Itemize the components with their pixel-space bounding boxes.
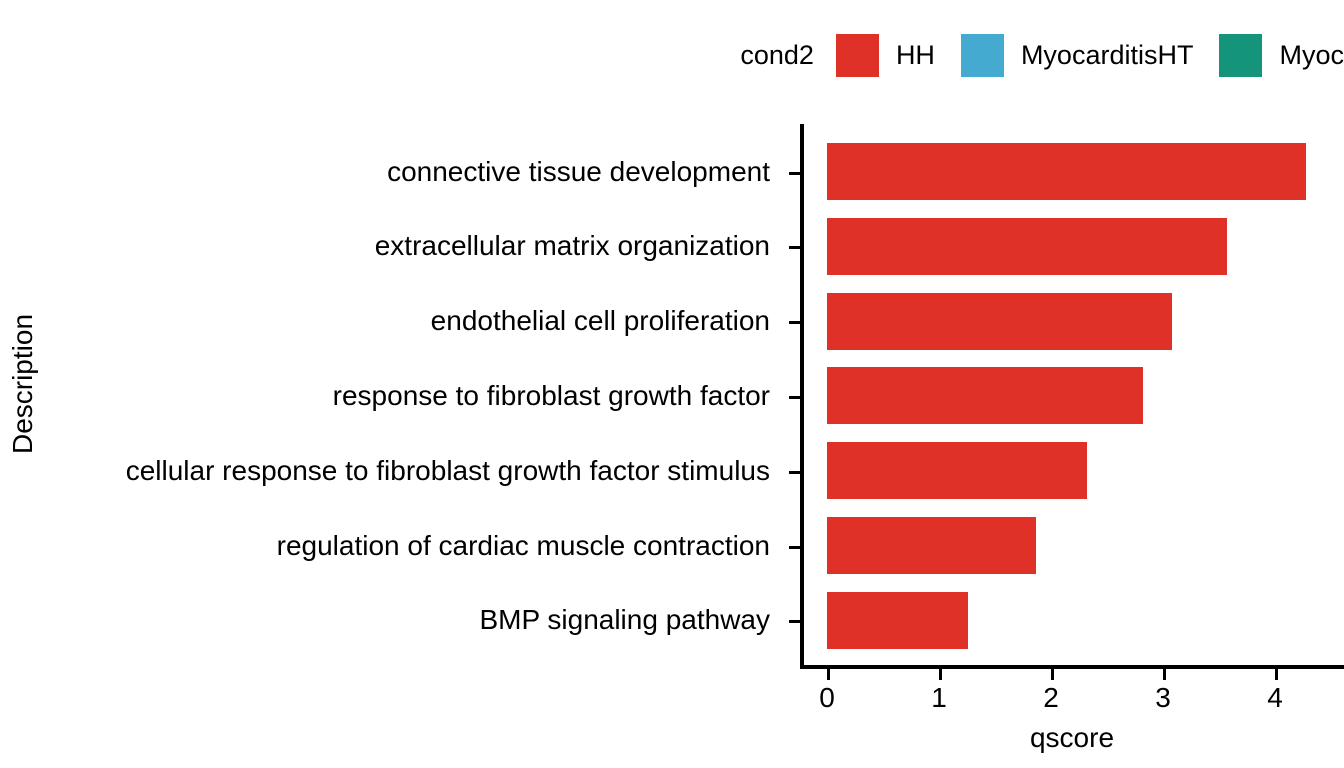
- y-axis-tick-mark: [789, 545, 800, 549]
- legend-swatch-hh: [835, 33, 879, 77]
- y-axis-tick-label: endothelial cell proliferation: [430, 305, 770, 337]
- bar: [827, 591, 969, 649]
- y-axis-tick-mark: [789, 470, 800, 474]
- legend-label-hh: HH: [895, 39, 935, 70]
- bar: [827, 517, 1037, 574]
- y-axis-tick-label: extracellular matrix organization: [374, 230, 770, 262]
- x-axis-tick-label: 3: [1155, 682, 1171, 713]
- y-axis-tick-label: BMP signaling pathway: [479, 604, 770, 636]
- legend-swatch-myocarditisht: [960, 33, 1004, 77]
- y-axis-tick-mark: [789, 620, 800, 624]
- y-axis-tick-label: regulation of cardiac muscle contraction: [276, 529, 770, 561]
- y-axis-tick-mark: [789, 171, 800, 175]
- y-axis-tick-label: connective tissue development: [387, 155, 770, 187]
- x-axis-tick-label: 2: [1043, 682, 1059, 713]
- legend-label-myocarditisht: MyocarditisHT: [1020, 39, 1194, 70]
- y-axis-tick-mark: [789, 395, 800, 399]
- bar: [827, 143, 1307, 200]
- x-axis-tick-label: 1: [931, 682, 947, 713]
- x-axis-tick-mark: [1163, 669, 1166, 680]
- x-axis-tick-mark: [939, 669, 942, 680]
- bar: [827, 217, 1227, 275]
- x-axis-tick-mark: [827, 669, 830, 680]
- bar: [827, 442, 1087, 500]
- x-axis-tick-label: 4: [1267, 682, 1283, 713]
- y-axis-tick-label: cellular response to fibroblast growth f…: [125, 454, 770, 486]
- legend-entry-myocarditisht[interactable]: MyocarditisHT: [960, 33, 1194, 77]
- legend: cond2 HH MyocarditisHT Myocarditis: [0, 0, 1344, 110]
- bar: [827, 367, 1143, 425]
- x-axis-tick-mark: [1051, 669, 1054, 680]
- y-axis-tick-label: response to fibroblast growth factor: [332, 379, 770, 411]
- x-axis-title: qscore: [1029, 722, 1115, 753]
- legend-entry-myocarditis[interactable]: Myocarditis: [1219, 33, 1344, 77]
- x-axis-line: [800, 665, 1344, 669]
- y-axis-tick-mark: [789, 246, 800, 250]
- legend-label-myocarditis: Myocarditis: [1279, 39, 1344, 70]
- bar: [827, 292, 1172, 350]
- x-axis-tick-mark: [1275, 669, 1278, 680]
- legend-swatch-myocarditis: [1219, 33, 1263, 77]
- y-axis-tick-mark: [789, 321, 800, 325]
- legend-entries: cond2 HH MyocarditisHT Myocarditis: [740, 33, 1344, 77]
- legend-entry-hh[interactable]: HH: [835, 33, 935, 77]
- y-axis-line: [800, 124, 804, 669]
- x-axis-tick-label: 0: [819, 682, 835, 713]
- legend-title: cond2: [740, 39, 814, 70]
